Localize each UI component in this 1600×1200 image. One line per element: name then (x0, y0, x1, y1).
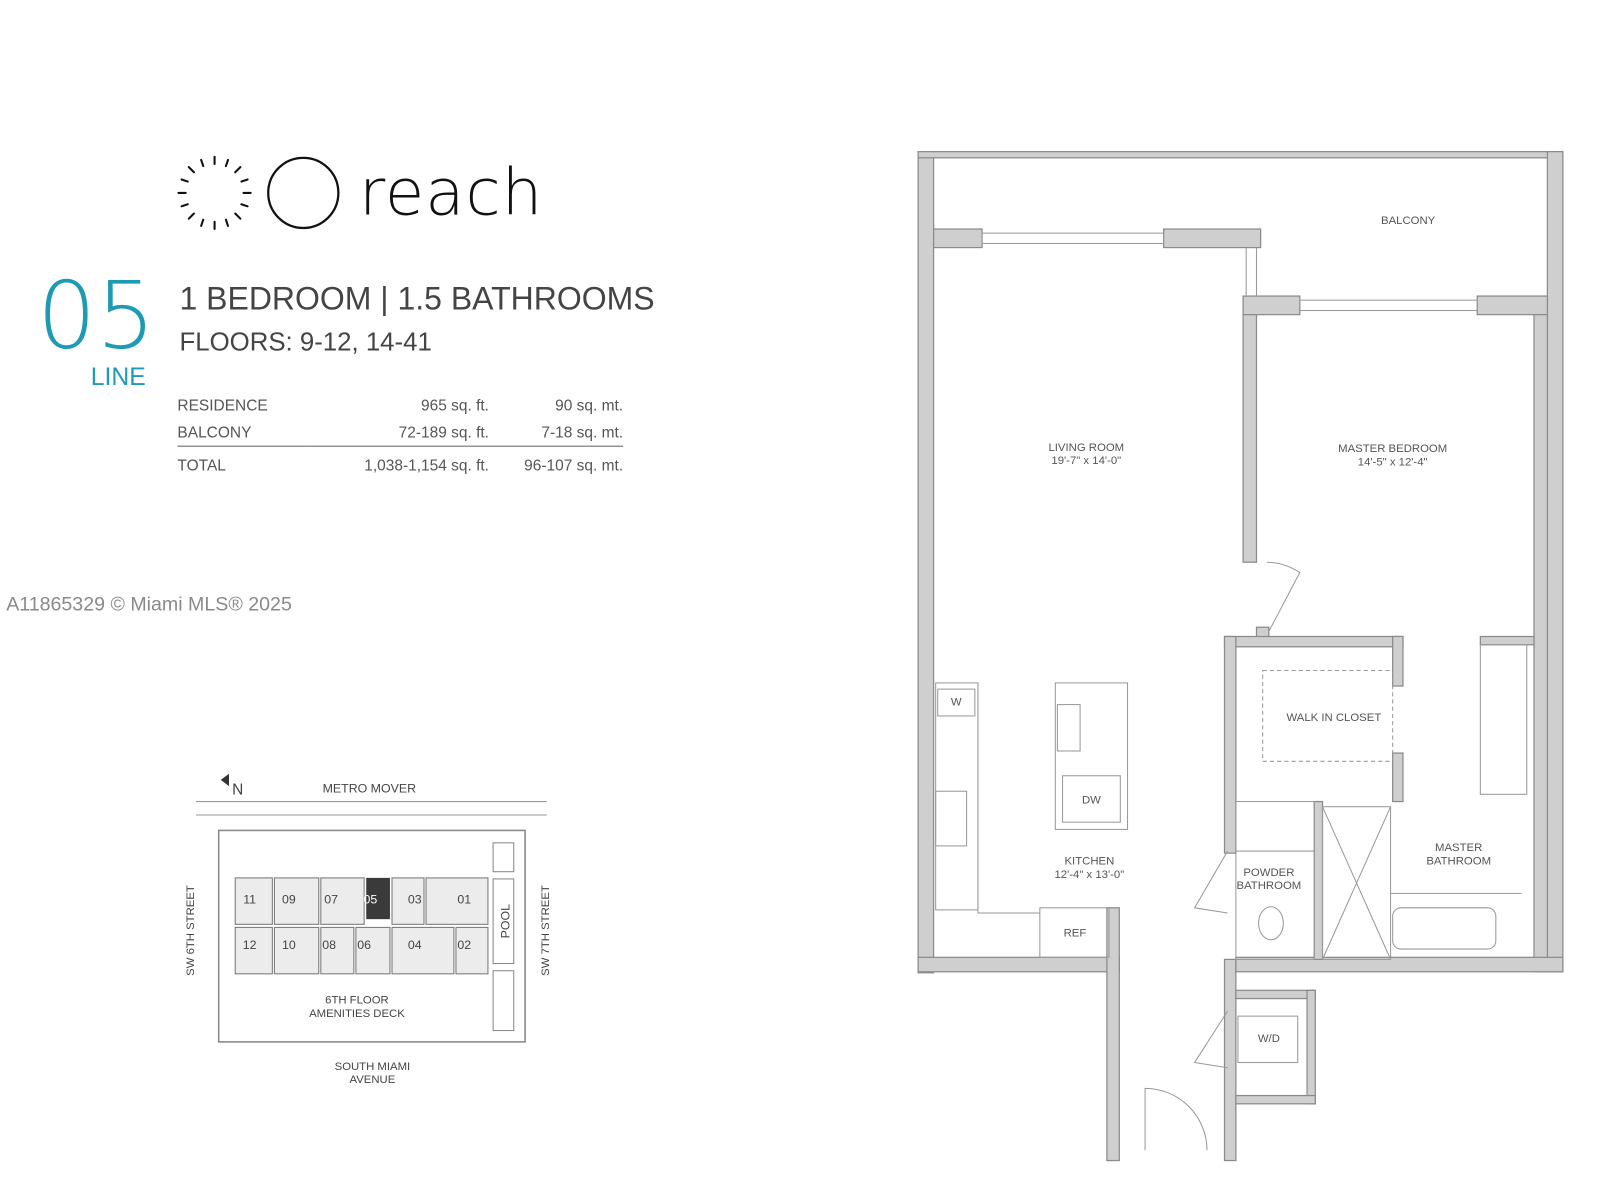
balcony-label: BALCONY (1381, 214, 1436, 227)
deck-label: AMENITIES DECK (309, 1008, 405, 1020)
area-sqm: 7-18 sq. mt. (541, 423, 624, 442)
unit-label: 10 (282, 938, 296, 952)
unit-label: 02 (457, 938, 471, 952)
area-sqft: 1,038-1,154 sq. ft. (308, 445, 489, 479)
washer-dryer-label: W/D (1257, 1032, 1280, 1046)
area-label: BALCONY (177, 423, 252, 442)
area-sqm: 96-107 sq. mt. (488, 445, 624, 479)
unit-label: 09 (282, 893, 296, 907)
unit-label-highlighted: 05 (363, 893, 377, 907)
powder-bathroom-label: POWDER (1243, 866, 1295, 879)
south-miami-label: SOUTH MIAMI (335, 1061, 411, 1073)
unit-label: 12 (243, 938, 257, 952)
north-arrow-icon (220, 773, 230, 787)
deck-label: 6TH FLOOR (325, 995, 389, 1007)
unit-label: 03 (408, 893, 422, 907)
kitchen-size: 12'-4" x 13'-0" (1054, 868, 1125, 881)
table-row: BALCONY 72-189 sq. ft. 7-18 sq. mt. (177, 419, 623, 446)
avenue-label: AVENUE (350, 1074, 396, 1086)
master-bathroom-label: BATHROOM (1426, 855, 1492, 868)
sw-6th-street-label: SW 6TH STREET (185, 885, 197, 976)
unit-title: 1 BEDROOM | 1.5 BATHROOMS (179, 280, 655, 317)
metro-mover-label: METRO MOVER (323, 781, 416, 795)
unit-03-block (391, 877, 425, 925)
master-bedroom-label: MASTER BEDROOM (1338, 442, 1448, 455)
living-room-label: LIVING ROOM (1048, 441, 1125, 454)
unit-floors: FLOORS: 9-12, 14-41 (179, 328, 432, 357)
master-bathroom-label: MASTER (1435, 841, 1483, 855)
sw-7th-street-label: SW 7TH STREET (540, 885, 552, 976)
area-sqm: 90 sq. mt. (555, 396, 624, 415)
walk-in-closet-label: WALK IN CLOSET (1286, 711, 1382, 725)
unit-label: 08 (322, 938, 336, 952)
area-label: TOTAL (177, 445, 309, 479)
kitchen-label: KITCHEN (1064, 855, 1115, 868)
brand-name: reach (358, 154, 544, 231)
mls-watermark: A11865329 © Miami MLS® 2025 (6, 594, 292, 616)
master-bedroom-size: 14'-5" x 12'-4" (1357, 455, 1428, 469)
north-label: N (232, 781, 243, 798)
pool-label: POOL (499, 904, 513, 938)
unit-label: 11 (243, 893, 256, 907)
dishwasher-label: DW (1081, 794, 1101, 807)
site-plan: N METRO MOVER POOL SW 6TH STREET SW 7TH … (185, 773, 552, 1086)
refrigerator-label: REF (1063, 927, 1087, 940)
area-sqft: 965 sq. ft. (421, 396, 489, 415)
area-table: RESIDENCE 965 sq. ft. 90 sq. mt. BALCONY… (177, 392, 624, 479)
powder-bathroom-label: BATHROOM (1236, 879, 1302, 893)
table-row: RESIDENCE 965 sq. ft. 90 sq. mt. (177, 392, 623, 419)
area-label: RESIDENCE (177, 396, 268, 415)
brand-logo-icon (177, 155, 340, 231)
table-row-total: TOTAL 1,038-1,154 sq. ft. 96-107 sq. mt. (177, 445, 624, 479)
line-label: LINE (90, 363, 146, 391)
unit-05-highlight (366, 877, 390, 920)
washer-label: W (950, 696, 962, 709)
line-number: 05 (37, 262, 156, 371)
unit-label: 07 (324, 893, 338, 907)
unit-label: 06 (357, 938, 371, 952)
unit-label: 01 (457, 893, 471, 907)
unit-label: 04 (408, 938, 422, 952)
area-sqft: 72-189 sq. ft. (398, 423, 489, 442)
living-room-size: 19'-7" x 14'-0" (1051, 454, 1122, 468)
